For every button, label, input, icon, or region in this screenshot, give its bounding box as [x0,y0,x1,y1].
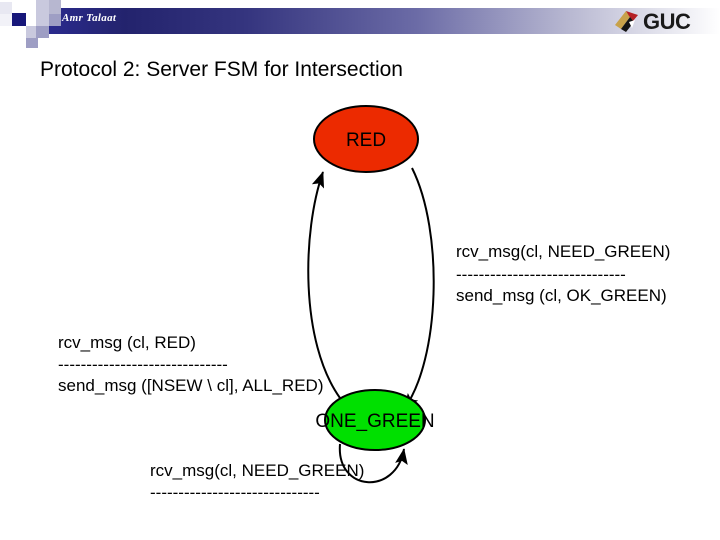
edge-red-to-one-green [403,167,435,410]
edge-one-green-to-red [307,171,341,399]
mosaic-square [12,13,26,26]
mosaic-square [26,38,38,48]
edge-label-line-2: send_msg ([NSEW \ cl], ALL_RED) [58,376,323,395]
header-author-label: Amr Talaat [62,12,117,24]
edge-label-one-green-self-loop: rcv_msg(cl, NEED_GREEN) ----------------… [150,461,364,502]
edge-label-line-1: ------------------------------ [58,355,228,374]
state-red-label: RED [346,130,386,151]
guc-emblem-icon [615,11,638,32]
guc-logo-text: GUC [643,9,691,34]
state-red-ellipse [313,105,419,173]
page-title: Protocol 2: Server FSM for Intersection [40,58,403,81]
mosaic-square [0,2,12,14]
state-node-one-green[interactable]: ONE_GREEN [315,389,435,451]
mosaic-square [0,26,12,38]
mosaic-square [24,2,36,14]
mosaic-square [49,14,61,26]
guc-logo: GUC [612,6,708,38]
mosaic-square [49,0,61,14]
mosaic-square [36,14,49,26]
mosaic-square [26,14,36,26]
mosaic-square [12,26,26,38]
edge-label-line-0: rcv_msg(cl, NEED_GREEN) [150,461,364,480]
fsm-diagram: RED ONE_GREEN rcv_msg(cl, NEED_GREEN) --… [0,92,720,540]
edge-label-line-0: rcv_msg(cl, NEED_GREEN) [456,242,670,261]
edge-one-green-self-loop [338,443,408,484]
state-node-red[interactable]: RED [313,105,419,173]
edge-label-line-1: ------------------------------ [150,483,320,502]
mosaic-square [36,0,49,14]
state-one-green-ellipse [324,389,426,451]
slide-header: Amr Talaat GUC [0,0,720,48]
edge-label-one-green-to-red: rcv_msg (cl, RED) ----------------------… [58,333,323,395]
edge-label-line-2: send_msg (cl, OK_GREEN) [456,286,667,305]
state-one-green-label: ONE_GREEN [315,411,434,432]
header-gradient-bar [44,8,720,34]
edge-label-line-0: rcv_msg (cl, RED) [58,333,196,352]
mosaic-square [26,26,36,38]
edge-label-red-to-one-green: rcv_msg(cl, NEED_GREEN) ----------------… [456,242,670,305]
mosaic-square [36,26,49,38]
mosaic-square [12,2,24,14]
mosaic-square [0,14,12,26]
edge-label-line-1: ------------------------------ [456,265,626,284]
